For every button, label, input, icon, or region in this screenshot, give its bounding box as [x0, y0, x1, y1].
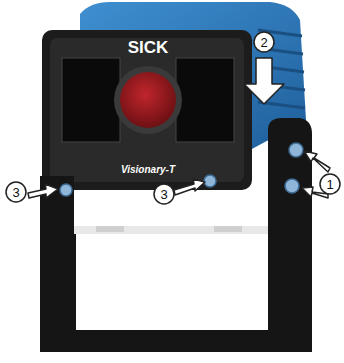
callout-number: 3	[160, 188, 167, 201]
arrows	[28, 58, 330, 198]
mounting-bracket	[40, 118, 312, 352]
bracket-edge	[74, 226, 268, 234]
window	[62, 58, 120, 142]
window	[176, 58, 234, 142]
bracket-slot	[214, 226, 242, 232]
callout-number: 1	[326, 178, 333, 191]
callout-number: 3	[12, 186, 19, 199]
front-panel	[42, 30, 252, 190]
front-face	[50, 38, 244, 182]
callout-number: 2	[260, 36, 267, 49]
lens	[120, 72, 176, 128]
bracket-slot	[96, 226, 124, 232]
lens-ring	[114, 66, 182, 134]
model-name: Visionary-T	[121, 165, 175, 175]
callout-circles	[6, 32, 340, 204]
screws	[60, 143, 303, 196]
brand-logo: SICK	[128, 39, 169, 56]
